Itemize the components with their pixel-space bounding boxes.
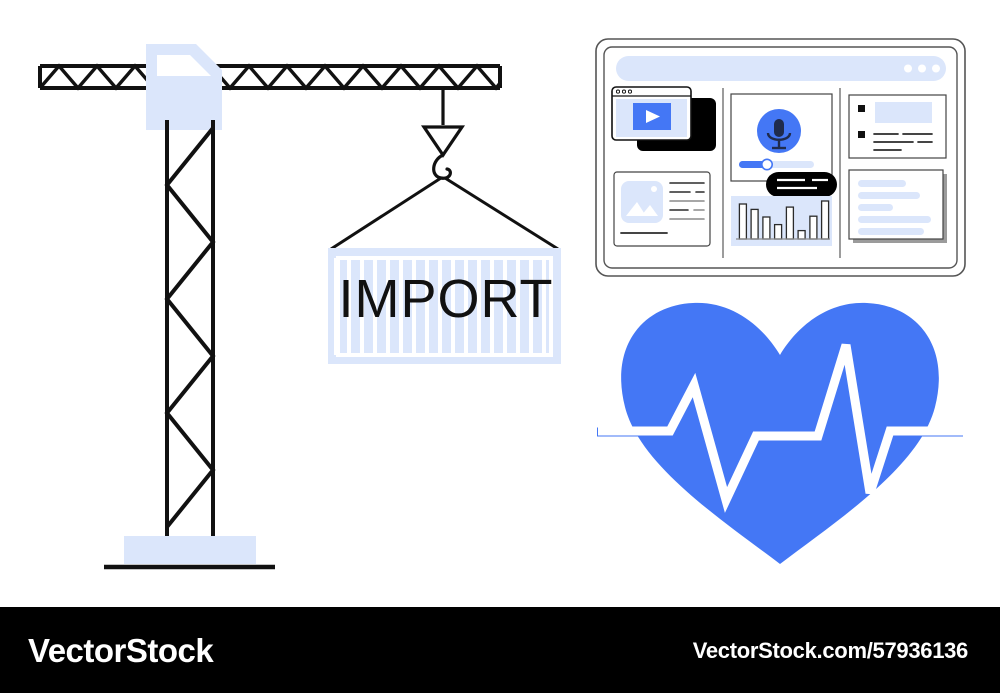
- bar-7: [809, 215, 818, 240]
- bar-3: [762, 216, 771, 240]
- text-placeholder-lines: [858, 180, 931, 235]
- bar-chart-card[interactable]: [731, 196, 832, 246]
- bar-chart-bars: [738, 200, 830, 240]
- address-bar[interactable]: [616, 56, 946, 81]
- crane-base: [104, 536, 275, 570]
- image-article-card[interactable]: [613, 171, 711, 247]
- cargo-container: [328, 248, 561, 364]
- crane-jib: [38, 63, 502, 91]
- operator-cab: [146, 44, 222, 130]
- article-lines: [620, 182, 705, 234]
- bar-4: [773, 223, 783, 240]
- window-dot-3: [932, 64, 940, 73]
- bar-6: [797, 229, 806, 240]
- bar-2: [750, 208, 759, 240]
- window-dot-1: [904, 64, 912, 73]
- bullet-square-1: [858, 105, 865, 112]
- hoist-line: [330, 88, 559, 251]
- text-block-card[interactable]: [848, 169, 947, 243]
- heartbeat-heart: [597, 302, 963, 564]
- tower-crane: [38, 44, 561, 570]
- watermark-url: VectorStock.com/57936136: [692, 638, 969, 663]
- window-dot-2: [918, 64, 926, 73]
- footer-bar: VectorStock VectorStock.com/57936136: [0, 607, 1000, 693]
- microphone-card[interactable]: [730, 93, 833, 182]
- crane-mast: [164, 120, 216, 536]
- bar-1: [738, 203, 748, 240]
- notification-pill[interactable]: [766, 172, 837, 197]
- bullet-square-2: [858, 131, 865, 138]
- container-label: IMPORT: [338, 269, 554, 329]
- bullet-list-card[interactable]: [848, 94, 947, 159]
- image-icon: [621, 181, 663, 223]
- bar-5: [785, 206, 795, 240]
- dashboard-window[interactable]: [595, 38, 966, 277]
- video-card[interactable]: [611, 86, 716, 151]
- ecg-pulse-line: [598, 343, 963, 513]
- brand-logo: VectorStock: [28, 632, 214, 669]
- volume-slider[interactable]: [739, 158, 814, 171]
- bar-8: [820, 200, 830, 240]
